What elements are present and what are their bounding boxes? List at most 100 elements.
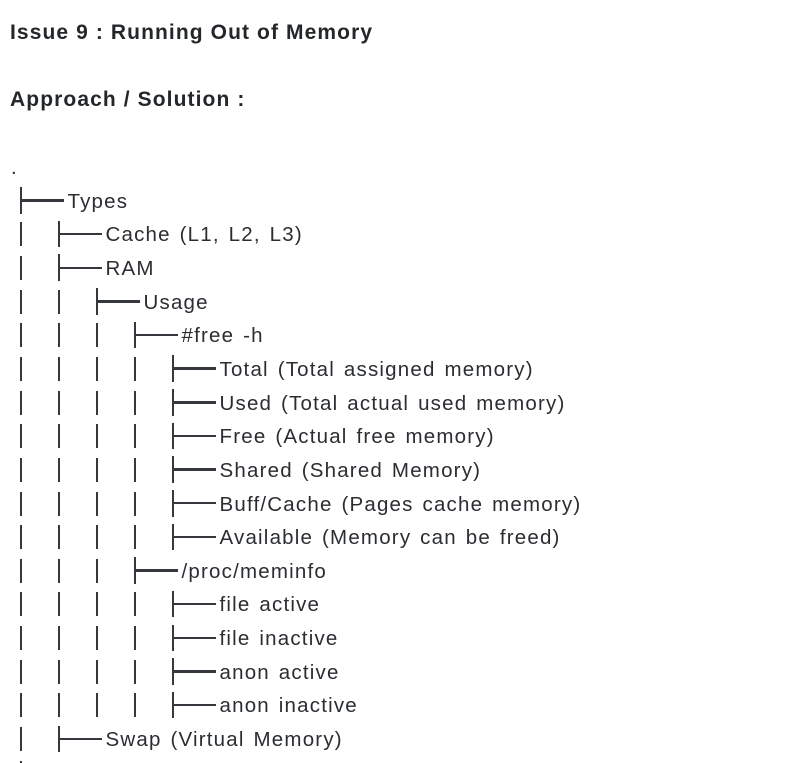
- tree-branch-connector: [95, 300, 140, 303]
- tree-row: Buff/Cache (Pages cache memory): [0, 488, 793, 522]
- tree-item-label: anon inactive: [219, 694, 358, 718]
- tree-branch-connector: [171, 603, 216, 606]
- tree-vertical-guide-line: [95, 659, 98, 684]
- tree-vertical-guide-line: [57, 356, 60, 381]
- tree-item-label: file inactive: [219, 627, 339, 651]
- tree-branch-connector: [171, 535, 216, 539]
- tree-vertical-guide-line: [133, 659, 136, 684]
- tree-item-label: Swap (Virtual Memory): [105, 728, 343, 752]
- tree-vertical-guide-line: [19, 693, 22, 718]
- tree-vertical-guide-line: [95, 558, 98, 583]
- tree-item-label: #free -h: [181, 324, 264, 348]
- tree-vertical-guide-line: [95, 491, 98, 516]
- tree-vertical-guide-line: [95, 592, 98, 617]
- tree-vertical-guide-line: [133, 457, 136, 482]
- tree-item-label: anon active: [219, 660, 340, 684]
- tree-row: file inactive: [0, 622, 793, 656]
- tree-vertical-guide-line: [19, 424, 22, 449]
- tree-branch-connector: [133, 569, 178, 572]
- tree-row: Used (Total actual used memory): [0, 387, 793, 421]
- tree-item-label: Cache (L1, L2, L3): [105, 223, 303, 247]
- tree-row: RAM: [0, 252, 793, 286]
- tree-vertical-guide-line: [133, 626, 136, 651]
- tree-vertical-guide-line: [133, 424, 136, 449]
- tree-branch-connector: [171, 502, 216, 505]
- tree-vertical-guide-line: [57, 693, 60, 718]
- tree-vertical-guide-line: [19, 727, 22, 752]
- tree-root-row: .: [0, 151, 793, 185]
- tree-vertical-guide-line: [57, 592, 60, 617]
- tree-vertical-guide-line: [57, 457, 60, 482]
- approach-heading: Approach / Solution :: [10, 88, 246, 111]
- tree-vertical-guide-line: [95, 525, 98, 550]
- tree-item-label: RAM: [105, 256, 155, 280]
- tree-vertical-guide-line: [95, 626, 98, 651]
- tree-vertical-guide-line: [95, 356, 98, 381]
- tree-vertical-guide-line: [19, 525, 22, 550]
- tree-vertical-guide-line: [19, 323, 22, 348]
- tree-item-label: Used (Total actual used memory): [219, 391, 566, 415]
- tree-branch-connector: [171, 434, 216, 438]
- tree-row: Total (Total assigned memory): [0, 353, 793, 387]
- tree-vertical-guide-line: [19, 558, 22, 583]
- tree-branch-connector: [171, 703, 216, 707]
- tree-branch-connector: [57, 737, 102, 741]
- tree-root-label: .: [11, 156, 18, 179]
- tree-branch-connector: [171, 401, 216, 404]
- tree-row: Cache (L1, L2, L3): [0, 218, 793, 252]
- tree-vertical-guide-line: [95, 390, 98, 415]
- tree-vertical-guide-line: [133, 592, 136, 617]
- tree-item-label: /proc/meminfo: [181, 559, 327, 583]
- tree-row: Swap (Virtual Memory): [0, 723, 793, 757]
- tree-row: Free (Actual free memory): [0, 420, 793, 454]
- tree-row: Available (Memory can be freed): [0, 521, 793, 555]
- tree-branch-connector: [171, 367, 216, 370]
- tree-vertical-guide-line: [19, 255, 22, 280]
- tree-row: /proc/meminfo: [0, 555, 793, 589]
- tree-branch-connector: [57, 232, 102, 236]
- tree-item-label: Shared (Shared Memory): [219, 458, 482, 482]
- tree-vertical-guide-line: [57, 424, 60, 449]
- tree-branch-connector: [171, 636, 216, 640]
- tree-row: Usage: [0, 286, 793, 320]
- tree-vertical-guide-line: [133, 390, 136, 415]
- tree-vertical-guide-line: [19, 457, 22, 482]
- tree-vertical-guide-line: [19, 356, 22, 381]
- tree-item-label: Types: [67, 189, 129, 213]
- tree-vertical-guide-line: [19, 659, 22, 684]
- tree-branch-connector: [57, 266, 102, 269]
- tree-branch-connector: [171, 468, 216, 471]
- tree-vertical-guide-line: [57, 491, 60, 516]
- tree-row: Shared (Shared Memory): [0, 454, 793, 488]
- tree-vertical-guide-line: [19, 390, 22, 415]
- tree-vertical-guide-line: [19, 289, 22, 314]
- tree-vertical-guide-line: [133, 356, 136, 381]
- tree-vertical-guide-line: [133, 525, 136, 550]
- tree-vertical-guide-line: [19, 592, 22, 617]
- tree-vertical-guide-line: [95, 693, 98, 718]
- tree-row: #free -h: [0, 319, 793, 353]
- tree-branch-connector: [171, 670, 216, 673]
- tree-vertical-guide-line: [57, 390, 60, 415]
- tree-row: anon active: [0, 656, 793, 690]
- tree-vertical-guide-line: [19, 760, 22, 763]
- tree-vertical-guide-line: [57, 626, 60, 651]
- tree-vertical-guide-line: [19, 626, 22, 651]
- tree-vertical-guide-line: [95, 457, 98, 482]
- tree-vertical-guide-line: [57, 558, 60, 583]
- tree-item-label: file active: [219, 593, 321, 617]
- tree-vertical-guide-line: [19, 222, 22, 247]
- tree-row: file active: [0, 588, 793, 622]
- tree-vertical-guide-line: [57, 289, 60, 314]
- tree-vertical-guide-line: [57, 659, 60, 684]
- tree-vertical-guide-line: [133, 491, 136, 516]
- tree-row: [0, 757, 793, 763]
- tree-row: Types: [0, 185, 793, 219]
- tree-vertical-guide-line: [95, 424, 98, 449]
- tree-item-label: Available (Memory can be freed): [219, 526, 561, 550]
- issue-heading: Issue 9 : Running Out of Memory: [10, 21, 374, 44]
- tree-row: anon inactive: [0, 689, 793, 723]
- tree-item-label: Buff/Cache (Pages cache memory): [219, 492, 582, 516]
